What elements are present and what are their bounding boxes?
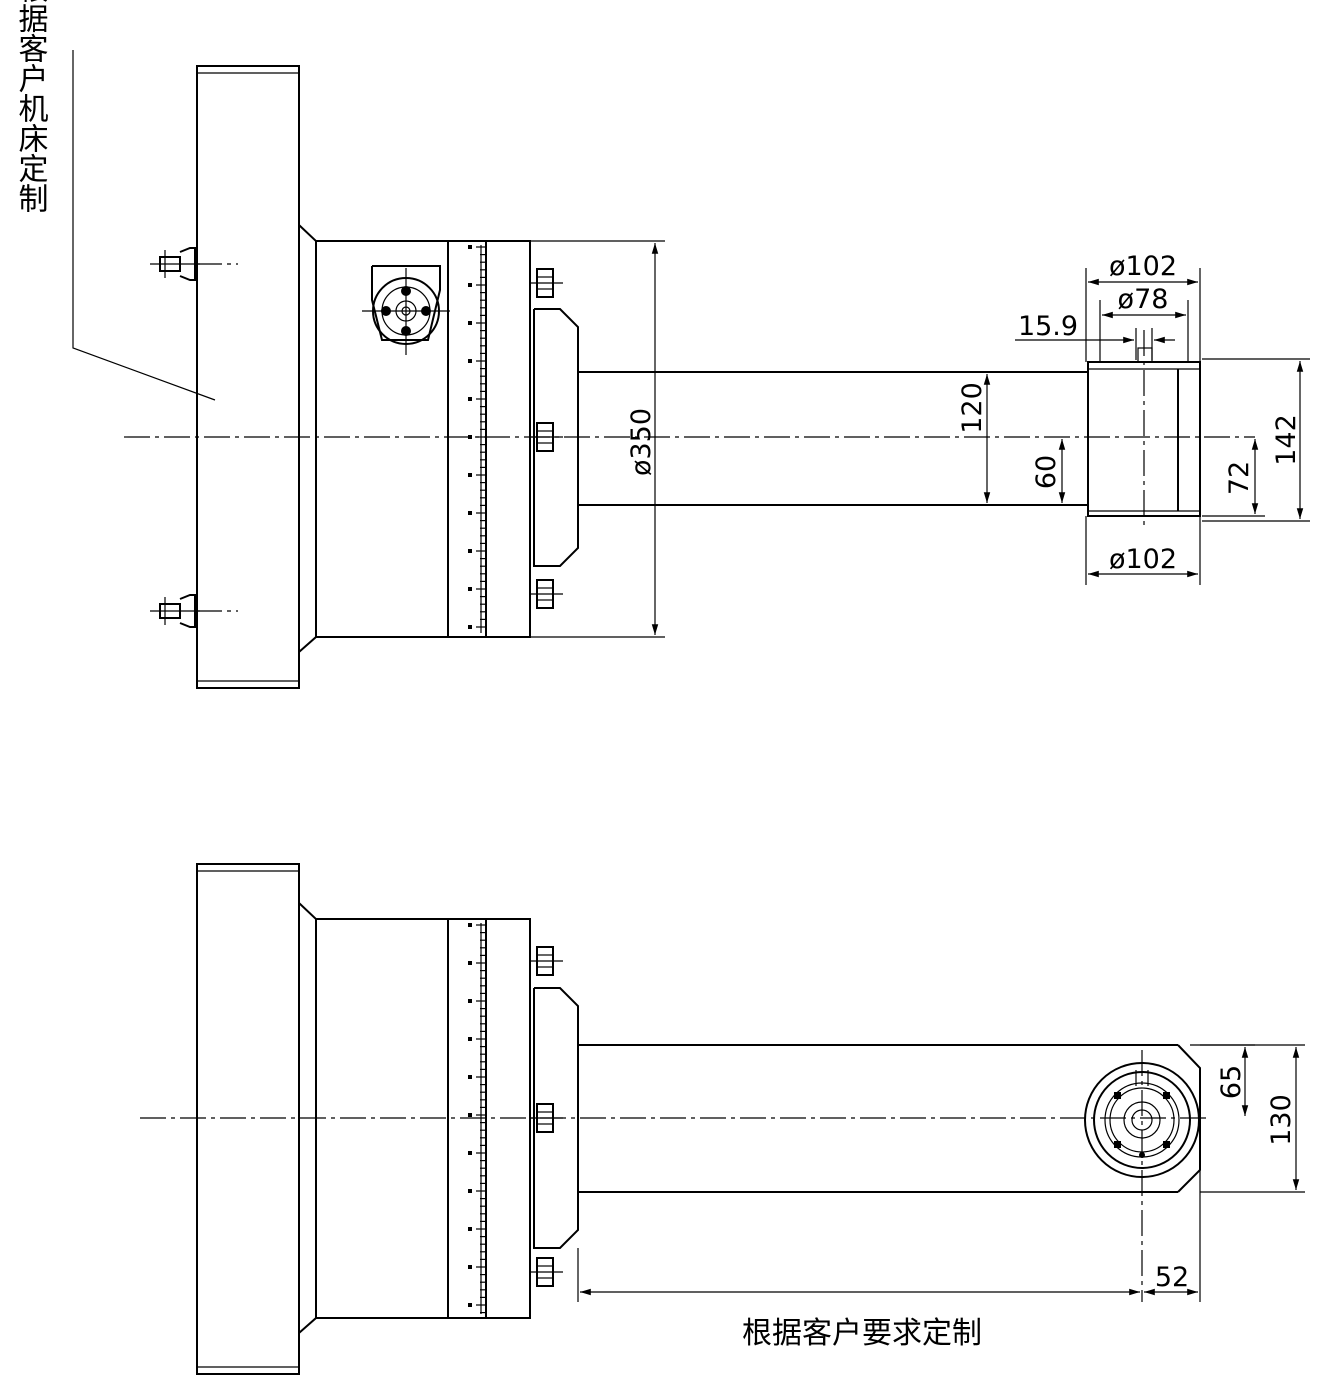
mounting-plate-bottom xyxy=(196,863,300,1375)
dim-130: 130 xyxy=(1266,1094,1297,1146)
dim-72: 72 xyxy=(1224,461,1255,495)
bolt-bottom-3 xyxy=(529,1257,563,1287)
bottom-note: 根据客户要求定制 xyxy=(742,1316,982,1351)
bolt-top-3 xyxy=(529,579,563,609)
bolt-top-1 xyxy=(529,268,563,298)
dim-78: ø78 xyxy=(1118,284,1169,315)
main-body-top xyxy=(315,240,531,638)
scale-ring-top xyxy=(468,245,486,633)
dim-52: 52 xyxy=(1155,1262,1189,1293)
adapter-block-bottom xyxy=(533,987,579,1249)
dim-15-9: 15.9 xyxy=(1018,311,1078,342)
bottom-view: 65 130 52 xyxy=(140,863,1305,1375)
dim-65: 65 xyxy=(1216,1065,1247,1099)
adapter-block-top xyxy=(533,308,579,567)
bolt-bottom-1 xyxy=(529,946,563,976)
stud-top-lower xyxy=(150,594,200,628)
level-indicator xyxy=(362,265,450,355)
dim-102-top: ø102 xyxy=(1109,251,1177,282)
note-leader xyxy=(72,50,216,401)
dim-142: 142 xyxy=(1271,414,1302,466)
mounting-plate-top xyxy=(196,65,300,689)
vertical-note: 连接垫根据客户机床定制 xyxy=(13,0,49,213)
tool-holder-bottom xyxy=(1084,1062,1200,1178)
dim-60: 60 xyxy=(1031,455,1062,489)
dim-120: 120 xyxy=(957,382,988,434)
top-view: ø350 120 60 72 142 ø102 ø78 15.9 ø102 xyxy=(72,50,1310,689)
stud-top-upper xyxy=(150,247,200,281)
dim-350: ø350 xyxy=(626,408,657,476)
dim-102-bottom: ø102 xyxy=(1109,544,1177,575)
arm-end-bottom xyxy=(1177,1044,1201,1193)
